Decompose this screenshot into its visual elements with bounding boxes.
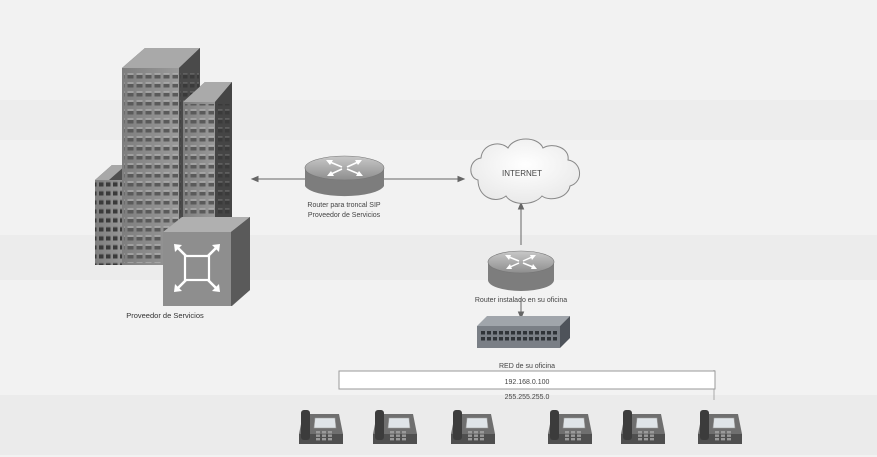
- internet-cloud: INTERNET: [470, 138, 580, 204]
- edge-router: Router para troncal SIP Proveedor de Ser…: [304, 155, 385, 219]
- router-arrows-icon: [505, 255, 537, 269]
- lan-ip: 192.168.0.100: [505, 379, 550, 386]
- office-switch: [477, 316, 570, 348]
- ip-phone-icon: [299, 410, 343, 444]
- switch-symbol-icon: [174, 244, 220, 292]
- edge-router-label-2: Proveedor de Servicios: [308, 212, 381, 219]
- arrowhead-right: [457, 175, 466, 183]
- office-router: Router instalado en su oficina: [475, 250, 567, 304]
- edge-router-label-1: Router para troncal SIP: [307, 202, 380, 209]
- provider-label: Proveedor de Servicios: [126, 311, 204, 320]
- router-arrows-icon: [326, 160, 363, 176]
- office-router-label: Router instalado en su oficina: [475, 297, 567, 304]
- building-left: [95, 165, 126, 265]
- arrowhead-down: [517, 311, 525, 320]
- lan-mask: 255.255.255.0: [505, 394, 550, 401]
- connections: [250, 175, 715, 400]
- ip-phone-icon: [698, 410, 742, 444]
- ip-phones: [299, 410, 742, 444]
- ip-phone-icon: [621, 410, 665, 444]
- lan-bar: [338, 370, 716, 390]
- provider-switch-cube: [163, 217, 250, 306]
- lan-label: RED de su oficina: [499, 363, 555, 370]
- ip-phone-icon: [451, 410, 495, 444]
- ip-phone-icon: [373, 410, 417, 444]
- arrowhead-up: [517, 201, 525, 210]
- office-lan: RED de su oficina 192.168.0.100 255.255.…: [338, 363, 716, 401]
- provider-buildings: Proveedor de Servicios: [95, 48, 250, 320]
- ip-phone-icon: [548, 410, 592, 444]
- internet-label: INTERNET: [502, 169, 542, 178]
- arrowhead-left: [250, 175, 259, 183]
